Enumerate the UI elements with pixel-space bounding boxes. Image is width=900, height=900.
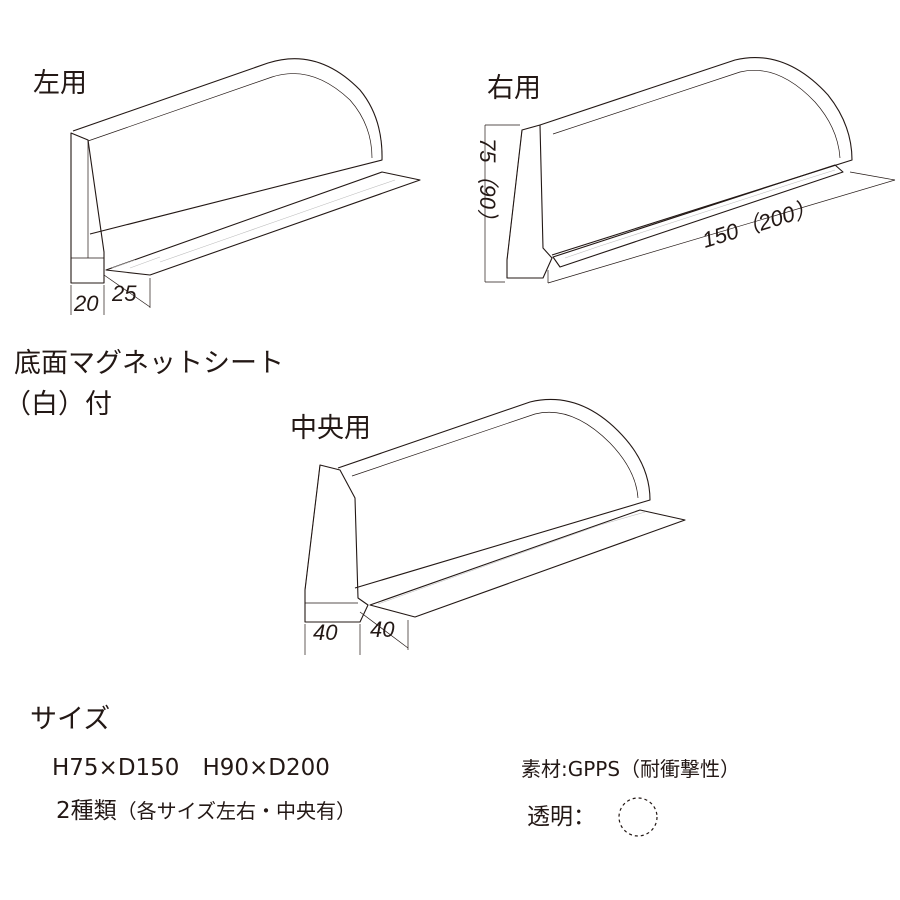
clear-label: 透明： [527,804,596,830]
size-values: H75×D150 H90×D200 [52,755,330,781]
center-base-width-dim: 40 [313,620,338,645]
size-heading: サイズ [30,704,111,735]
left-use-label: 左用 [33,68,87,99]
kinds-count: 2種類 [56,798,117,824]
left-use-divider-drawing: 20 25 [70,58,421,316]
magnet-sheet-label: 底面マグネットシート [14,348,284,379]
left-base-width-dim: 20 [73,291,99,316]
transparent-swatch-icon [618,797,658,837]
magnet-sheet-white-label: （白）付 [4,389,112,420]
center-use-label: 中央用 [290,413,371,444]
left-plate-width-dim: 25 [111,281,137,306]
center-use-divider-drawing: 40 40 [304,398,686,655]
material-label: 素材:GPPS（耐衝撃性） [521,757,741,781]
center-plate-width-dim: 40 [370,617,395,642]
kinds-line: 2種類（各サイズ左右・中央有） [56,800,356,823]
kinds-note: （各サイズ左右・中央有） [116,799,357,823]
right-use-label: 右用 [487,73,541,104]
right-height-dim: 75（90） [475,138,500,231]
